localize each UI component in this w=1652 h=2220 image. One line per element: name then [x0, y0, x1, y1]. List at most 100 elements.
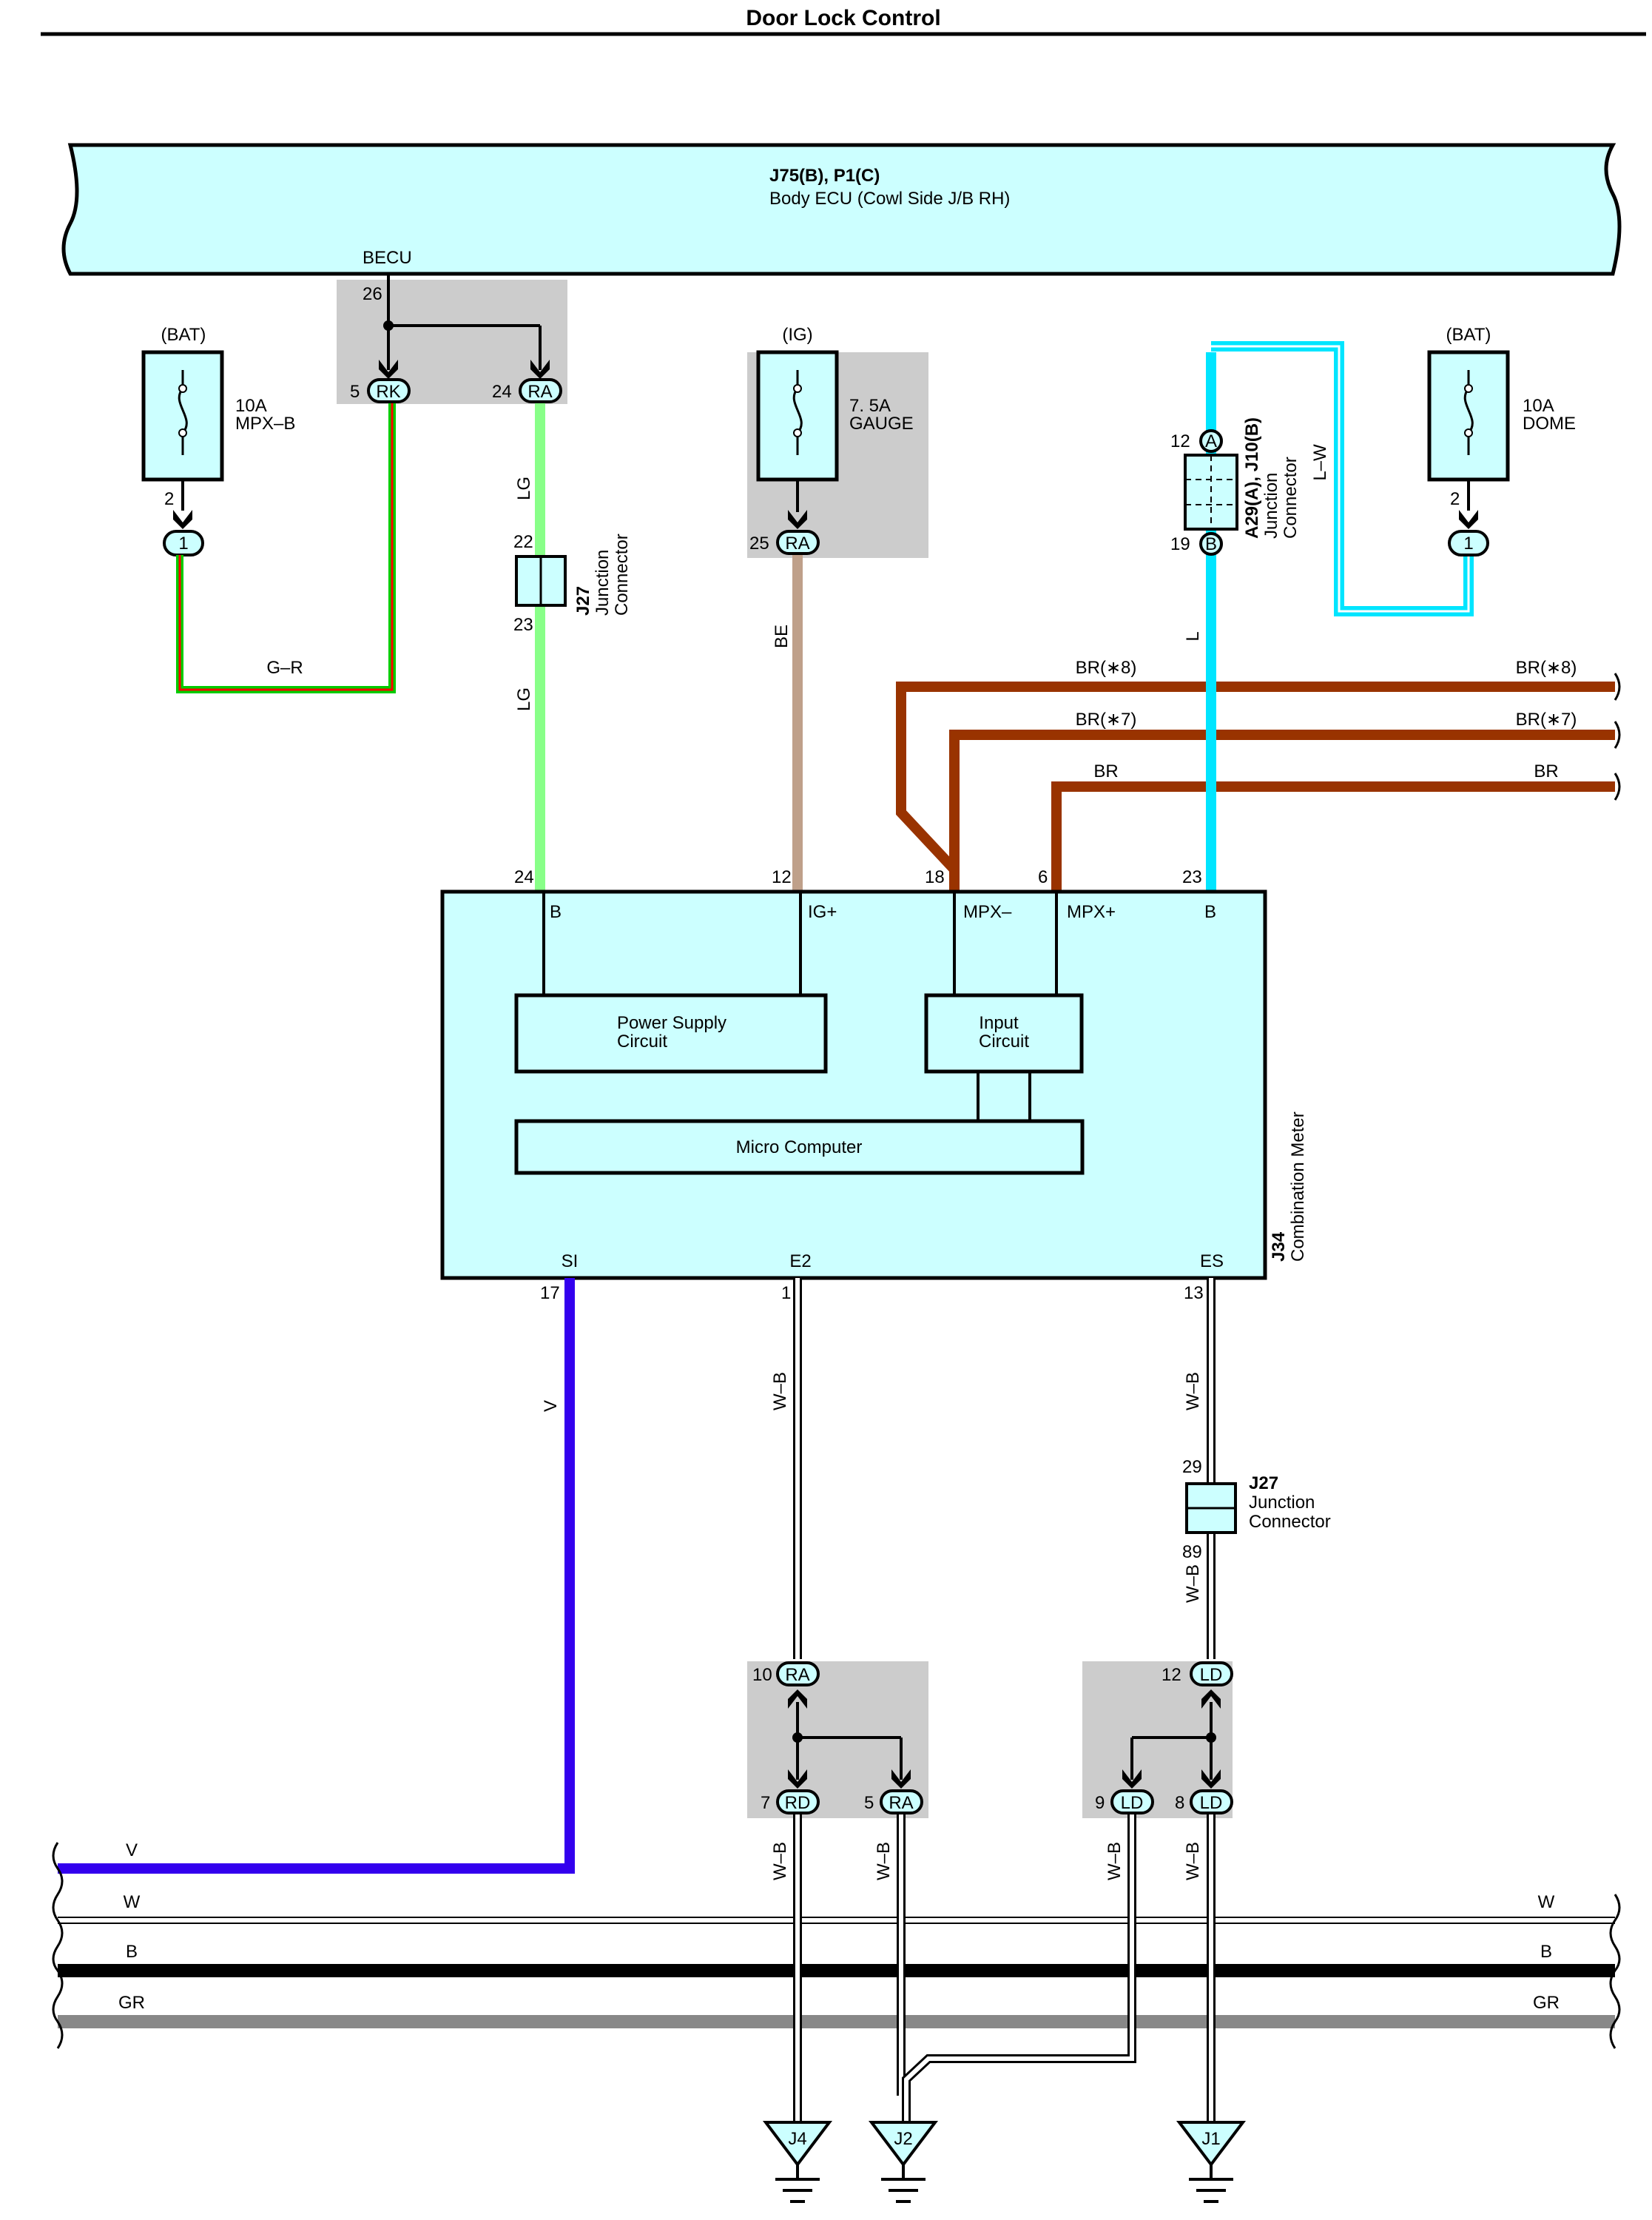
body-ecu-ref: J75(B), P1(C): [769, 166, 880, 186]
wire-wb-es: W–B W–B: [1183, 1278, 1216, 1659]
svg-text:BR(∗7): BR(∗7): [1516, 710, 1577, 730]
combination-meter: 24 12 18 6 23 B IG+ MPX– MPX+ B SI E2 ES…: [440, 867, 1308, 1303]
svg-text:Junction: Junction: [1249, 1493, 1315, 1513]
svg-text:LD: LD: [1200, 1665, 1223, 1685]
svg-text:29: 29: [1182, 1457, 1202, 1477]
svg-text:(IG): (IG): [782, 325, 812, 345]
svg-text:89: 89: [1182, 1542, 1202, 1562]
svg-text:Connector: Connector: [1249, 1512, 1331, 1532]
svg-text:8: 8: [1175, 1793, 1184, 1813]
svg-text:B: B: [126, 1942, 138, 1962]
svg-text:G–R: G–R: [266, 658, 303, 678]
svg-text:23: 23: [1182, 867, 1202, 887]
svg-text:12: 12: [1170, 431, 1190, 451]
body-ecu-name: Body ECU (Cowl Side J/B RH): [769, 189, 1010, 209]
connector-ra: RA 24: [492, 378, 562, 403]
svg-text:J27: J27: [573, 586, 593, 616]
svg-text:L–W: L–W: [1310, 444, 1330, 481]
ground-icon: [762, 2121, 833, 2167]
fuse-gauge: (IG) 7. 5A GAUGE RA 25: [749, 325, 914, 555]
wire-break-icon: [1609, 1894, 1621, 2049]
page-title: Door Lock Control: [746, 6, 940, 30]
wire-be: BE: [772, 555, 803, 892]
connector-rk: RK 5: [350, 378, 411, 403]
svg-text:Connector: Connector: [1281, 457, 1301, 539]
svg-text:W–B: W–B: [1183, 1564, 1203, 1603]
ground-icon: [868, 2121, 939, 2167]
svg-text:10A: 10A: [235, 396, 267, 416]
svg-text:1: 1: [781, 1283, 791, 1303]
svg-text:Combination Meter: Combination Meter: [1288, 1111, 1308, 1262]
ground-icon: [1176, 2121, 1247, 2167]
svg-text:ES: ES: [1200, 1251, 1224, 1271]
wires-wb-ground: W–B W–B W–B W–B: [770, 1814, 1216, 2122]
svg-text:BR(∗8): BR(∗8): [1076, 658, 1137, 678]
svg-text:Circuit: Circuit: [617, 1032, 667, 1052]
junction-connector-j27-bottom: 29 89 J27 Junction Connector: [1182, 1457, 1331, 1562]
svg-text:J1: J1: [1201, 2129, 1220, 2149]
svg-text:25: 25: [749, 534, 769, 554]
svg-text:V: V: [126, 1840, 138, 1860]
svg-text:RA: RA: [785, 1665, 809, 1685]
wire-wb-e2: W–B: [770, 1278, 802, 1659]
becu-label: BECU: [363, 248, 412, 268]
svg-text:9: 9: [1095, 1793, 1105, 1813]
wire-break-icon: [1614, 673, 1621, 701]
svg-text:MPX–: MPX–: [963, 902, 1012, 922]
svg-text:Junction: Junction: [1261, 473, 1281, 539]
svg-text:J27: J27: [1249, 1473, 1278, 1493]
svg-text:13: 13: [1184, 1283, 1204, 1303]
svg-text:MPX–B: MPX–B: [235, 414, 295, 434]
svg-text:5: 5: [864, 1793, 874, 1813]
svg-text:B: B: [1205, 534, 1217, 554]
svg-text:7: 7: [761, 1793, 770, 1813]
svg-text:2: 2: [164, 489, 174, 509]
svg-text:B: B: [1540, 1942, 1552, 1962]
svg-text:LG: LG: [514, 477, 534, 500]
splice-icon: [1206, 1732, 1216, 1743]
splice-icon: [792, 1732, 803, 1743]
svg-text:(BAT): (BAT): [161, 325, 206, 345]
svg-text:W–B: W–B: [770, 1842, 790, 1880]
pin-label: 26: [363, 284, 382, 304]
svg-text:12: 12: [1162, 1665, 1181, 1685]
connector-group-ra-rd: RA 10 RD 7 RA 5: [752, 1661, 923, 1814]
svg-text:J4: J4: [788, 2129, 806, 2149]
svg-text:GR: GR: [1533, 1993, 1560, 2013]
svg-text:(BAT): (BAT): [1446, 325, 1491, 345]
svg-text:17: 17: [540, 1283, 560, 1303]
svg-text:W–B: W–B: [1105, 1842, 1125, 1880]
svg-text:W–B: W–B: [1183, 1842, 1203, 1880]
splice-icon: [383, 320, 394, 331]
svg-text:Connector: Connector: [612, 534, 632, 616]
wire-g-r: G–R: [176, 403, 396, 693]
bus-lines: V W W B B GR GR: [52, 1840, 1621, 2049]
svg-text:1: 1: [178, 534, 188, 554]
power-supply-circuit: [514, 993, 828, 1074]
svg-text:W–B: W–B: [1183, 1372, 1203, 1410]
svg-text:LD: LD: [1121, 1793, 1144, 1813]
svg-text:Micro Computer: Micro Computer: [736, 1137, 863, 1157]
svg-text:V: V: [541, 1400, 561, 1412]
svg-text:BE: BE: [772, 625, 792, 648]
connector-group-ld: LD 12 LD 9 LD 8: [1095, 1661, 1233, 1814]
fuse-dome: (BAT) 10A DOME 2 1: [1427, 325, 1576, 556]
svg-text:5: 5: [350, 382, 360, 402]
svg-text:SI: SI: [562, 1251, 579, 1271]
svg-text:J2: J2: [894, 2129, 912, 2149]
svg-text:1: 1: [1463, 534, 1473, 554]
svg-text:Circuit: Circuit: [979, 1032, 1029, 1052]
svg-text:E2: E2: [789, 1251, 811, 1271]
svg-text:10: 10: [752, 1665, 772, 1685]
fuse-mpxb: (BAT) 10A MPX–B 2 1: [141, 325, 295, 556]
wire-break-icon: [52, 1842, 64, 2049]
svg-text:10A: 10A: [1523, 396, 1554, 416]
svg-text:DOME: DOME: [1523, 414, 1576, 434]
body-ecu: J75(B), P1(C) Body ECU (Cowl Side J/B RH…: [61, 143, 1622, 276]
svg-text:LG: LG: [514, 687, 534, 711]
ground-j2: J2: [868, 2121, 939, 2203]
svg-text:RA: RA: [785, 534, 809, 554]
input-circuit: [924, 993, 1084, 1074]
junction-connector-j27-top: 22 23 J27 Junction Connector: [513, 532, 632, 635]
